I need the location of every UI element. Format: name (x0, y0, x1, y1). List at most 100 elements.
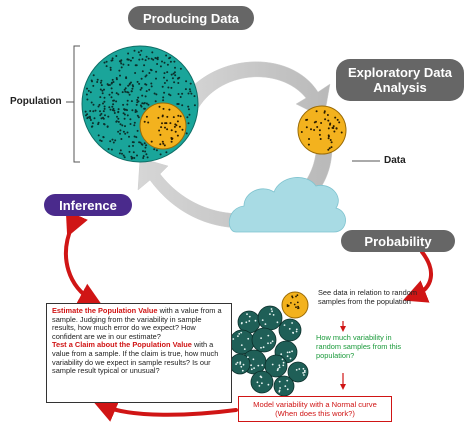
data-circle (297, 105, 347, 155)
dot (278, 389, 281, 392)
dot (103, 123, 106, 126)
dot (193, 95, 196, 98)
dot (90, 125, 93, 128)
dot (166, 71, 169, 74)
dot (291, 350, 293, 353)
dot (193, 104, 196, 107)
dot (103, 61, 106, 64)
dot (89, 110, 92, 112)
dot (89, 119, 92, 121)
dot (143, 102, 146, 104)
dot (261, 319, 264, 321)
dot (248, 315, 251, 318)
dot (99, 139, 102, 142)
dot (240, 344, 243, 346)
dot (130, 81, 132, 84)
dot (236, 361, 239, 364)
dot (166, 79, 168, 82)
dot (100, 84, 103, 87)
dot (134, 111, 137, 113)
dot (153, 92, 156, 95)
dot (124, 125, 126, 128)
dot (260, 346, 262, 349)
dot (165, 54, 168, 57)
dot (100, 117, 103, 120)
dot (141, 70, 144, 73)
dot (113, 99, 115, 102)
dot (85, 93, 88, 96)
dot (122, 103, 125, 106)
dot (276, 369, 279, 372)
dot (148, 72, 151, 74)
dot (155, 70, 158, 73)
dot (286, 355, 289, 358)
dot (120, 66, 123, 69)
dot (118, 69, 121, 72)
dot (133, 49, 136, 52)
dot (176, 134, 179, 137)
model-to-inference-arrow (92, 399, 238, 422)
dot (114, 139, 117, 142)
dot (119, 123, 122, 126)
dot (145, 55, 148, 58)
dot (158, 129, 161, 132)
dot (99, 88, 102, 91)
population-dots (84, 49, 196, 160)
dot (155, 149, 158, 152)
population-label: Population (10, 96, 62, 107)
dot (145, 90, 148, 93)
dot (134, 109, 137, 112)
dot (163, 91, 166, 94)
dot (280, 353, 283, 356)
dot (313, 129, 316, 131)
dot (103, 96, 106, 99)
dot (324, 118, 327, 121)
dot (118, 83, 121, 86)
dot (243, 348, 246, 350)
dot (298, 368, 301, 370)
dot (292, 332, 295, 334)
dot (122, 154, 125, 157)
dot (179, 96, 182, 98)
dot (174, 66, 176, 69)
sample-circle-mini (251, 327, 277, 353)
dot (297, 305, 299, 308)
exploratory-data-analysis-title: Exploratory Data Analysis (336, 59, 464, 101)
dot (96, 78, 99, 81)
dot (135, 136, 138, 139)
dot (126, 131, 129, 134)
dot (256, 381, 259, 384)
compare-to-samples-text: See data in relation to random samples f… (318, 288, 418, 306)
data-dots (300, 110, 343, 151)
dot (318, 129, 321, 132)
dot (150, 140, 153, 143)
dot (107, 115, 110, 118)
dot (318, 133, 321, 136)
dot (173, 125, 176, 128)
dot (130, 90, 133, 93)
dot (187, 105, 190, 108)
dot (110, 59, 113, 62)
dot (144, 95, 147, 98)
dot (99, 96, 102, 99)
dot (122, 130, 125, 133)
dot (106, 83, 109, 86)
dot (146, 156, 149, 159)
dot (262, 346, 265, 349)
dot (92, 110, 95, 113)
dot (140, 105, 143, 108)
dot (184, 88, 187, 91)
dot (276, 321, 279, 324)
dot (246, 313, 248, 315)
dot (147, 121, 150, 124)
dot (173, 60, 176, 63)
dot (295, 295, 297, 298)
dot (169, 60, 172, 63)
dot (269, 313, 271, 315)
dot (102, 102, 104, 105)
variability-question-text: How much variability in random samples f… (316, 333, 402, 360)
dot (110, 96, 113, 99)
dot (330, 146, 333, 149)
dot (136, 101, 139, 104)
